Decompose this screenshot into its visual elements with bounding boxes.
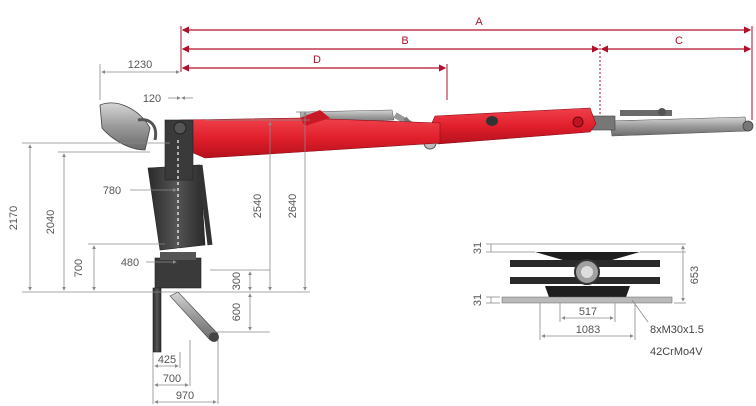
crane-illustration — [99, 102, 754, 353]
label-120: 120 — [143, 93, 161, 105]
label-1230: 1230 — [128, 59, 152, 71]
label-700-bottom: 700 — [163, 373, 181, 385]
operator-seat — [99, 102, 158, 151]
label-780: 780 — [103, 185, 121, 197]
main-boom — [179, 110, 441, 159]
label-2540: 2540 — [252, 194, 264, 218]
label-600: 600 — [231, 303, 243, 321]
label-2640: 2640 — [287, 194, 299, 218]
label-d: D — [313, 54, 321, 66]
stabilizer-legs — [152, 287, 219, 353]
label-480: 480 — [121, 257, 139, 269]
grey-dimension-lines — [22, 64, 310, 404]
bolt-spec: 8xM30x1.5 — [650, 324, 704, 336]
grey-dimension-labels: 1230 120 780 480 2170 2040 700 2540 2640… — [8, 59, 299, 402]
extension-boom — [584, 108, 754, 137]
label-1083: 1083 — [576, 324, 600, 336]
base-plate-detail: 31 31 653 517 1083 8xM30x1.5 42CrMo4V — [472, 242, 704, 358]
label-a: A — [475, 16, 483, 28]
material-spec: 42CrMo4V — [650, 346, 703, 358]
label-300: 300 — [231, 272, 243, 290]
slewing-base — [154, 252, 202, 289]
base-plate-dimension-lines — [486, 243, 686, 340]
label-c: C — [675, 35, 683, 47]
label-517: 517 — [579, 306, 597, 318]
label-970: 970 — [176, 390, 194, 402]
label-b: B — [401, 35, 408, 47]
label-653: 653 — [689, 266, 701, 284]
label-700-left: 700 — [73, 259, 85, 277]
label-31-bottom: 31 — [472, 294, 484, 306]
outer-boom — [427, 107, 597, 145]
label-2170: 2170 — [8, 206, 20, 230]
crane-column — [147, 119, 213, 282]
label-31-top: 31 — [472, 242, 484, 254]
label-2040: 2040 — [45, 210, 57, 234]
base-plate-drawing — [501, 252, 673, 304]
top-dimension-lines: A B C D — [180, 16, 753, 120]
label-425: 425 — [158, 354, 176, 366]
